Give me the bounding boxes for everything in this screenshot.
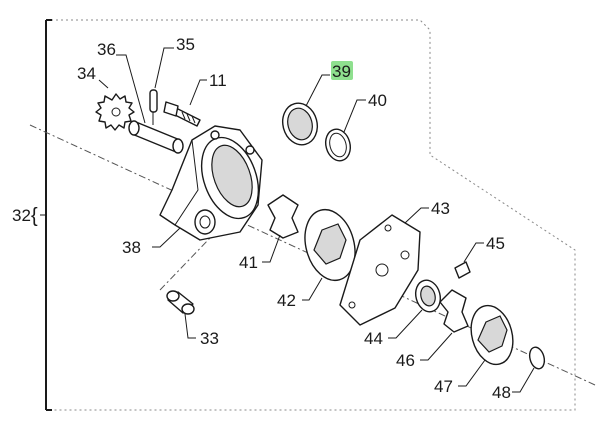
callout-38: 38	[122, 238, 141, 257]
callout-39-highlight	[331, 61, 353, 80]
bolt-11	[163, 101, 201, 127]
leader-39	[305, 74, 330, 107]
sprocket-34	[95, 93, 135, 131]
leader-44	[388, 309, 423, 339]
snap-ring-48	[528, 346, 546, 370]
bushing-axis	[159, 237, 211, 291]
callout-39[interactable]: 39	[332, 62, 351, 81]
callout-33: 33	[200, 329, 219, 348]
inner-rotor-46	[439, 289, 469, 333]
assembly-outline	[46, 19, 576, 411]
leader-46	[420, 332, 453, 361]
ring-40	[324, 128, 352, 162]
callout-43: 43	[431, 199, 450, 218]
pin-45	[454, 261, 471, 279]
callout-47: 47	[434, 377, 453, 396]
pin-35	[149, 89, 158, 125]
callout-45: 45	[486, 234, 505, 253]
pump-housing-38	[159, 125, 263, 241]
leader-38	[152, 227, 181, 248]
callout-32: 32	[12, 206, 31, 225]
leader-45	[463, 242, 484, 263]
callout-35: 35	[176, 35, 195, 54]
leader-35	[154, 47, 174, 89]
leader-47	[458, 359, 486, 387]
leader-48	[512, 367, 535, 393]
callout-36: 36	[97, 40, 116, 59]
group-brace: {	[31, 205, 38, 227]
callout-34: 34	[77, 64, 96, 83]
leader-43	[404, 207, 429, 224]
outer-rotor-42	[304, 208, 356, 282]
callout-42: 42	[277, 291, 296, 310]
outer-rotor-47	[470, 304, 514, 366]
leader-36	[116, 54, 146, 124]
callout-46: 46	[396, 351, 415, 370]
leader-41	[262, 234, 281, 263]
leader-34	[98, 79, 109, 89]
seal-44	[414, 279, 442, 313]
bushing-33	[166, 290, 195, 315]
callout-41: 41	[239, 253, 258, 272]
callout-44: 44	[364, 329, 383, 348]
inner-rotor-41	[267, 194, 299, 239]
leader-40	[343, 99, 366, 133]
callout-11: 11	[209, 71, 227, 90]
callout-48: 48	[492, 383, 511, 402]
leader-33	[184, 313, 196, 339]
shaft-36	[128, 120, 184, 154]
callout-40: 40	[368, 91, 387, 110]
screen-39	[282, 102, 318, 146]
cover-plate-43	[339, 214, 421, 326]
leader-11	[189, 79, 207, 106]
leader-42	[302, 277, 323, 301]
